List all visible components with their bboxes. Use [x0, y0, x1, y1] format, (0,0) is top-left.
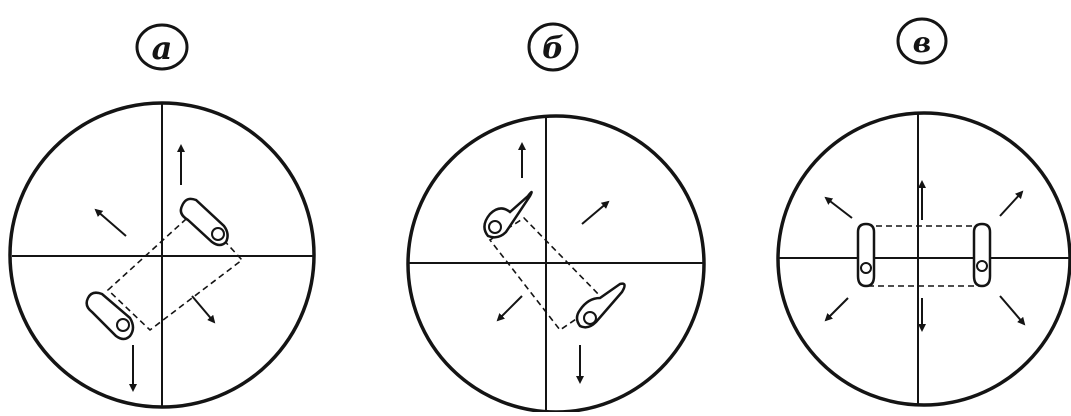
panel-b-label-text: б [542, 31, 564, 66]
panel-a-label-text: a [152, 29, 173, 67]
panel-c-arrow-lower-left [826, 298, 848, 320]
panel-c-arrow-lower-right [1000, 296, 1024, 324]
panel-a-slot-upper [181, 199, 228, 245]
panel-a-label: a [137, 25, 187, 69]
panel-c-slot-left [858, 224, 874, 286]
panel-c-arrow-upper-right [1000, 192, 1022, 216]
panel-b-slot-upper [484, 192, 531, 237]
panel-b-arrow-upper-right [582, 202, 608, 224]
panel-c-dashed-rectangle [866, 226, 980, 286]
panel-b-label: б [529, 24, 577, 70]
panel-a-arrow-lower-right [192, 296, 214, 322]
panel-b: б [408, 24, 704, 412]
panel-a-arrow-upper-left [96, 210, 126, 236]
panel-a: a [10, 25, 314, 407]
panel-c-slot-right [974, 224, 990, 286]
panel-c-arrow-upper-left [826, 198, 852, 218]
panel-c: в [778, 19, 1070, 406]
panel-c-label-text: в [913, 26, 931, 59]
panel-b-arrow-lower-left [498, 296, 522, 320]
panel-c-label: в [898, 19, 946, 63]
panel-a-slot-lower [87, 293, 133, 339]
